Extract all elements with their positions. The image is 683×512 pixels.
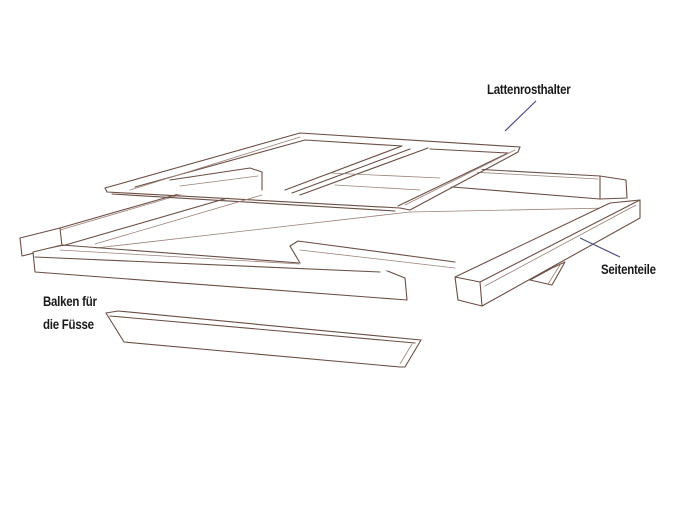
label-seitenteile: Seitenteile: [601, 261, 656, 277]
label-balken-line1: Balken für: [43, 293, 97, 309]
lattenrosthalter-leader: [504, 100, 537, 132]
foot-beam: [105, 310, 422, 368]
label-balken-line2: die Füsse: [43, 316, 94, 332]
lattenrosthalter-frame: [104, 132, 521, 212]
label-lattenrosthalter: Lattenrosthalter: [487, 81, 571, 97]
seitenteile-frame: [32, 194, 641, 307]
seitenteile-leader: [579, 237, 621, 258]
